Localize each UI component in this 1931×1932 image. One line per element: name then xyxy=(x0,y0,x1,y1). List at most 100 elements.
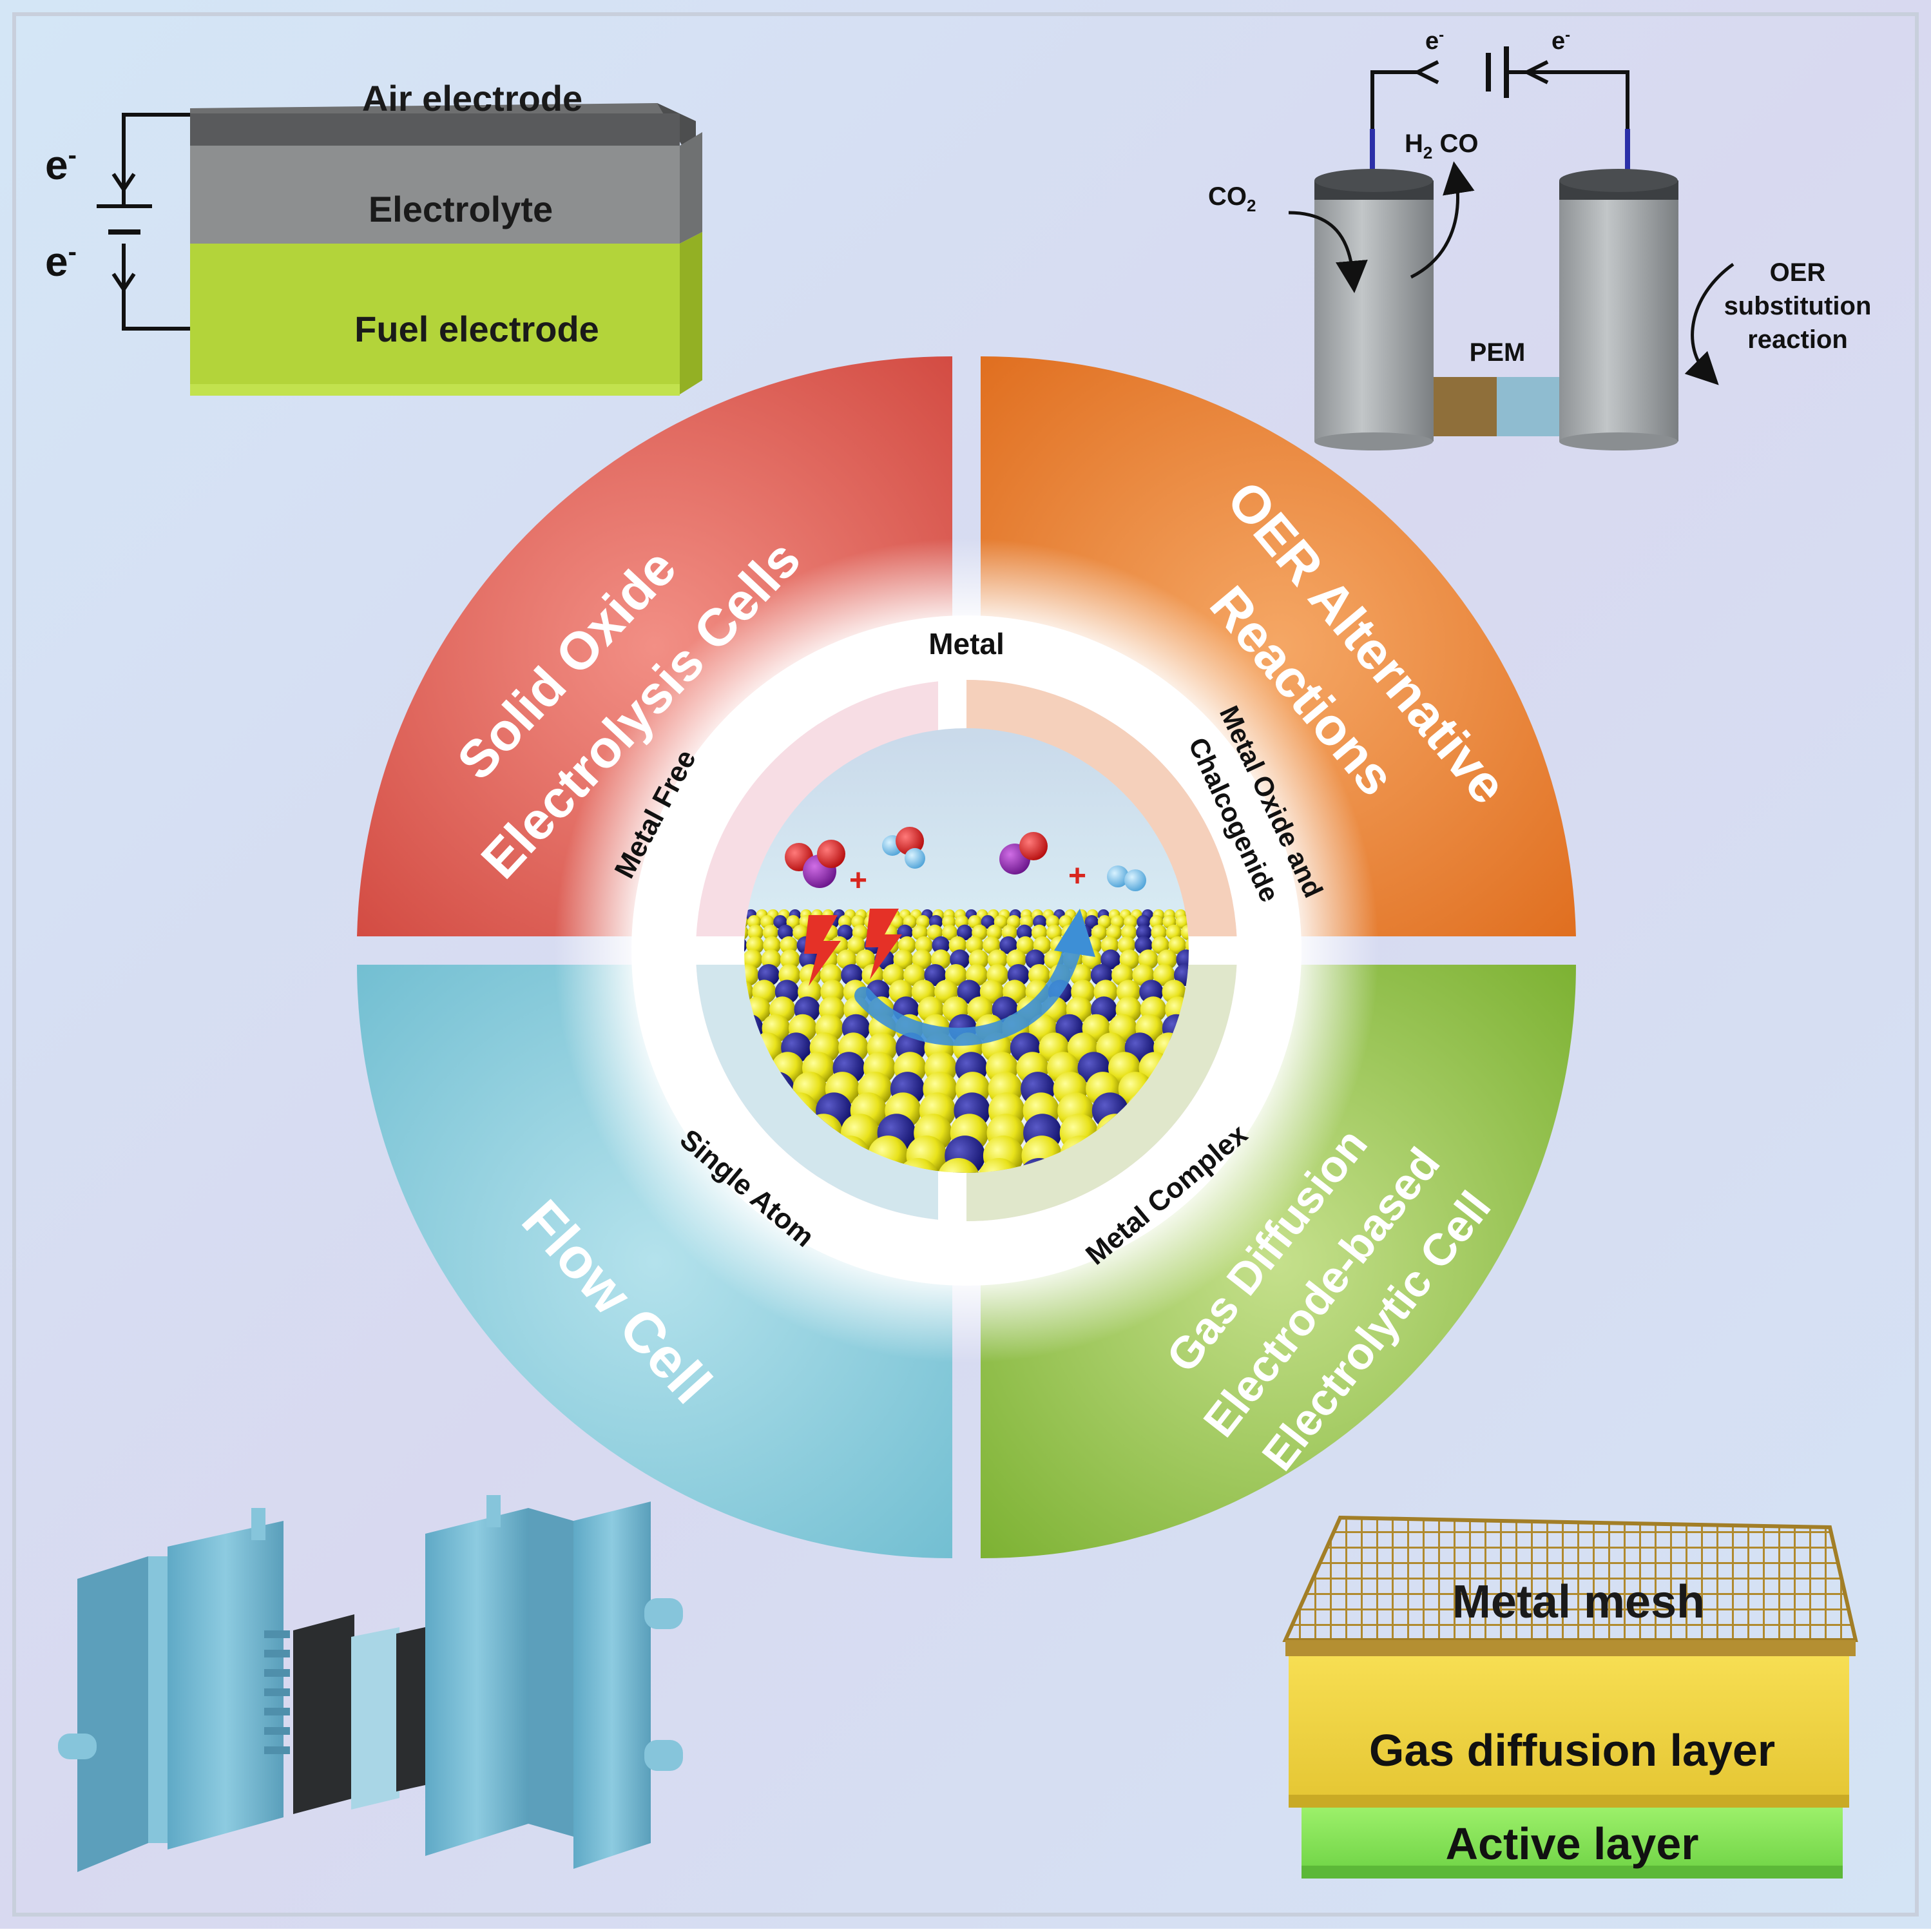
metal-atom xyxy=(957,924,973,941)
co2-label: CO2 xyxy=(1208,182,1256,215)
substrate-atom xyxy=(927,924,943,941)
substrate-atom xyxy=(831,936,849,954)
substrate-atom xyxy=(747,924,764,941)
lightning-icon xyxy=(865,909,902,980)
anode-cylinder xyxy=(1559,190,1678,441)
electrolyte-label: Electrolyte xyxy=(369,189,553,229)
pem-label: PEM xyxy=(1470,338,1526,367)
metal-atom xyxy=(897,924,913,941)
cathode-cylinder xyxy=(1314,190,1434,441)
substrate-atom xyxy=(746,936,764,954)
substrate-atom xyxy=(1121,924,1137,941)
outlet-pipe xyxy=(644,1598,683,1629)
co-molecule xyxy=(999,832,1048,874)
substrate-atom xyxy=(763,936,781,954)
electrode-plate xyxy=(396,1627,425,1792)
co2-molecule xyxy=(785,840,845,888)
substrate-atom xyxy=(1153,964,1175,986)
substrate-atom xyxy=(780,949,800,970)
plus-sign-right: + xyxy=(1068,859,1086,893)
substrate-atom xyxy=(987,949,1008,970)
substrate-atom xyxy=(937,1158,980,1173)
substrate-atom xyxy=(945,964,967,986)
pem-left-half xyxy=(1434,377,1497,436)
metal-atom xyxy=(924,964,946,986)
metal-atom xyxy=(837,924,854,941)
co2-in-arrow-icon xyxy=(1288,211,1368,293)
gas-diffusion-layer xyxy=(1289,1640,1849,1808)
arrow-left-icon xyxy=(1413,60,1439,84)
electron-label-left: e- xyxy=(1425,26,1444,55)
oer-arrow-icon xyxy=(1684,262,1734,385)
substrate-atom xyxy=(1016,936,1035,954)
electron-label-right: e- xyxy=(1552,26,1570,55)
arrow-left-icon xyxy=(1523,60,1549,84)
arrow-down-icon xyxy=(111,173,136,193)
metal-atom xyxy=(1174,964,1189,986)
air-electrode-label: Air electrode xyxy=(362,78,582,119)
plus-sign-left: + xyxy=(849,864,867,898)
h2-molecule xyxy=(1107,865,1146,891)
substrate-atom xyxy=(968,949,989,970)
substrate-atom xyxy=(780,936,798,954)
inlet-pipe xyxy=(251,1508,265,1540)
products-label: H2 CO xyxy=(1405,130,1478,162)
electrolyte-layer xyxy=(190,146,680,244)
lightning-icon xyxy=(804,915,841,986)
substrate-atom xyxy=(1033,936,1052,954)
inlet-pipe xyxy=(58,1734,97,1759)
substrate-atom xyxy=(1091,924,1108,941)
reaction-arrow xyxy=(854,938,1082,1046)
metal-atom xyxy=(932,936,950,954)
metal-atom xyxy=(1100,949,1121,970)
electrode-plate xyxy=(293,1614,354,1814)
metal-mesh-label: Metal mesh xyxy=(1452,1576,1705,1628)
substrate-atom xyxy=(912,949,932,970)
flow-cell-illustration xyxy=(58,1495,683,1872)
central-wheel: + + Metal Metal Free Metal Oxide and Cha… xyxy=(357,356,1576,1559)
substrate-atom xyxy=(838,915,852,929)
substrate-atom xyxy=(1117,936,1136,954)
substitution-label: substitution xyxy=(1724,292,1872,320)
catalyst-metal-label: Metal xyxy=(928,627,1004,661)
oer-label: OER xyxy=(1770,258,1826,287)
active-layer-label: Active layer xyxy=(1445,1819,1698,1869)
flow-plate-outer-right xyxy=(573,1502,651,1869)
water-molecule xyxy=(882,827,925,869)
gas-diffusion-layer-label: Gas diffusion layer xyxy=(1369,1725,1775,1775)
substrate-atom xyxy=(893,949,914,970)
flow-plate-right xyxy=(425,1508,528,1856)
outlet-pipe xyxy=(644,1740,683,1771)
substrate-atom xyxy=(786,915,800,929)
metal-atom xyxy=(999,936,1017,954)
membrane-plate xyxy=(351,1627,399,1810)
electron-label-bottom: e- xyxy=(45,238,77,285)
substrate-atom xyxy=(820,964,842,986)
metal-atom xyxy=(1016,924,1033,941)
substrate-atom xyxy=(1100,936,1119,954)
product-out-arrow-icon xyxy=(1410,161,1475,279)
reaction-label: reaction xyxy=(1747,325,1848,354)
metal-atom xyxy=(799,949,819,970)
substrate-atom xyxy=(1006,949,1026,970)
substrate-atom xyxy=(890,915,904,929)
electron-label-top: e- xyxy=(45,141,77,188)
substrate-atom xyxy=(847,936,865,954)
substrate-atom xyxy=(915,936,933,954)
pem-right-half xyxy=(1497,377,1559,436)
oer-cell-diagram: e- e- PEM CO2 H2 CO OER substitution rea… xyxy=(1208,26,1871,450)
arrow-down-icon xyxy=(111,273,136,293)
sofc-layer-diagram: Air electrode Electrolyte Fuel electrode… xyxy=(45,78,702,396)
reaction-arrow-head xyxy=(1054,909,1095,957)
anode-cap xyxy=(1559,169,1678,192)
substrate-atom xyxy=(941,924,958,941)
frame xyxy=(12,12,1919,1917)
substrate-atom xyxy=(1168,936,1187,954)
flow-plate-left xyxy=(168,1521,283,1850)
substrate-atom xyxy=(1001,924,1018,941)
cathode-cap xyxy=(1314,169,1433,192)
metal-atom xyxy=(1136,924,1152,941)
metal-atom xyxy=(1084,915,1099,929)
